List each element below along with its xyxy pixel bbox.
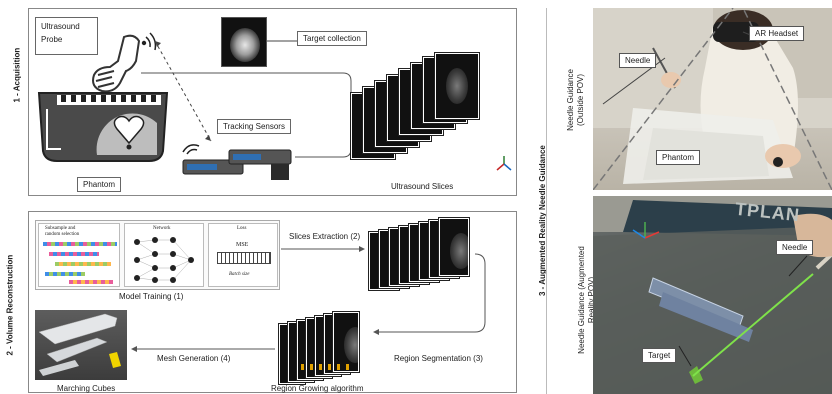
tracking-sensors-label: Tracking Sensors (217, 119, 291, 134)
augmented-pov-photo: TPLAN Needle Target (593, 196, 832, 394)
phantom-label: Phantom (77, 177, 122, 192)
ar-headset-callout: AR Headset (749, 26, 805, 41)
slices-extraction-label: Slices Extraction (2) (289, 232, 361, 241)
outside-pov-label: Needle Guidance (Outside POV) (566, 69, 585, 131)
needle-callout-outside: Needle (619, 53, 657, 68)
outside-pov-photo: Needle AR Headset Phantom (593, 8, 832, 190)
tracking-sensors-device (182, 144, 292, 180)
volume-section-label: 2 - Volume Reconstruction (5, 254, 15, 356)
segmented-region-marks (301, 364, 355, 370)
mesh-generation-label: Mesh Generation (4) (157, 354, 231, 363)
section-divider (546, 8, 547, 394)
probe-tracking-link (154, 40, 212, 142)
network-graph (134, 237, 194, 283)
region-growing-label: Region Growing algorithm (271, 384, 364, 393)
acquisition-panel: Ultrasound Probe Target collection Phant… (28, 8, 517, 196)
target-collection-image (221, 17, 267, 67)
volume-panel: Subsample and random selection Network (28, 211, 517, 393)
phantom-container (37, 92, 169, 162)
subsample-card: Subsample and random selection (38, 223, 120, 287)
target-collection-label: Target collection (297, 31, 367, 46)
ultrasound-probe-label: Ultrasound Probe (35, 17, 98, 55)
marching-cubes-mesh (35, 310, 127, 380)
region-growing-stack (279, 312, 379, 384)
ultrasound-probe-icon (92, 32, 157, 93)
marching-cubes-label: Marching Cubes (57, 384, 116, 393)
ultrasound-slices-label: Ultrasound Slices (391, 182, 454, 191)
network-card: Network (124, 223, 204, 287)
segmentation-flow-arrow (373, 253, 486, 335)
region-segmentation-label: Region Segmentation (3) (394, 354, 483, 363)
model-training-label: Model Training (1) (119, 292, 184, 301)
ultrasound-slices-stack (351, 53, 501, 173)
phantom-callout: Phantom (656, 150, 701, 165)
needle-callout-augmented: Needle (776, 240, 814, 255)
target-collection-connector (267, 40, 297, 42)
extracted-slices-stack (369, 218, 489, 298)
mesh-generation-arrow (131, 346, 275, 352)
acquisition-section-label: 1 - Acquisition (12, 47, 22, 103)
axes-icon (496, 156, 512, 171)
model-training-figure: Subsample and random selection Network (35, 220, 280, 290)
slices-extraction-arrow (281, 246, 365, 252)
loss-card: Loss MSE Batch size (208, 223, 278, 287)
target-callout: Target (642, 348, 677, 363)
